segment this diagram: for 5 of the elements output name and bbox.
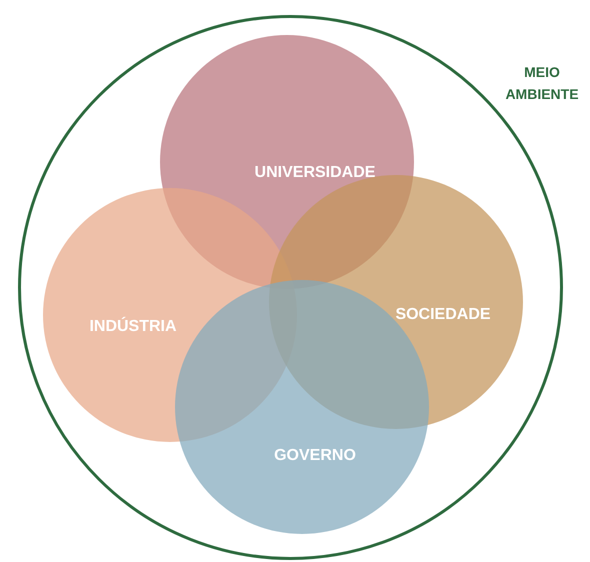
circle-label: SOCIEDADE <box>395 306 491 324</box>
circle-label: INDÚSTRIA <box>89 318 177 336</box>
heading: MEIO AMBIENTE <box>505 63 579 104</box>
circle-label: GOVERNO <box>274 447 356 465</box>
circle-label: UNIVERSIDADE <box>254 164 376 182</box>
